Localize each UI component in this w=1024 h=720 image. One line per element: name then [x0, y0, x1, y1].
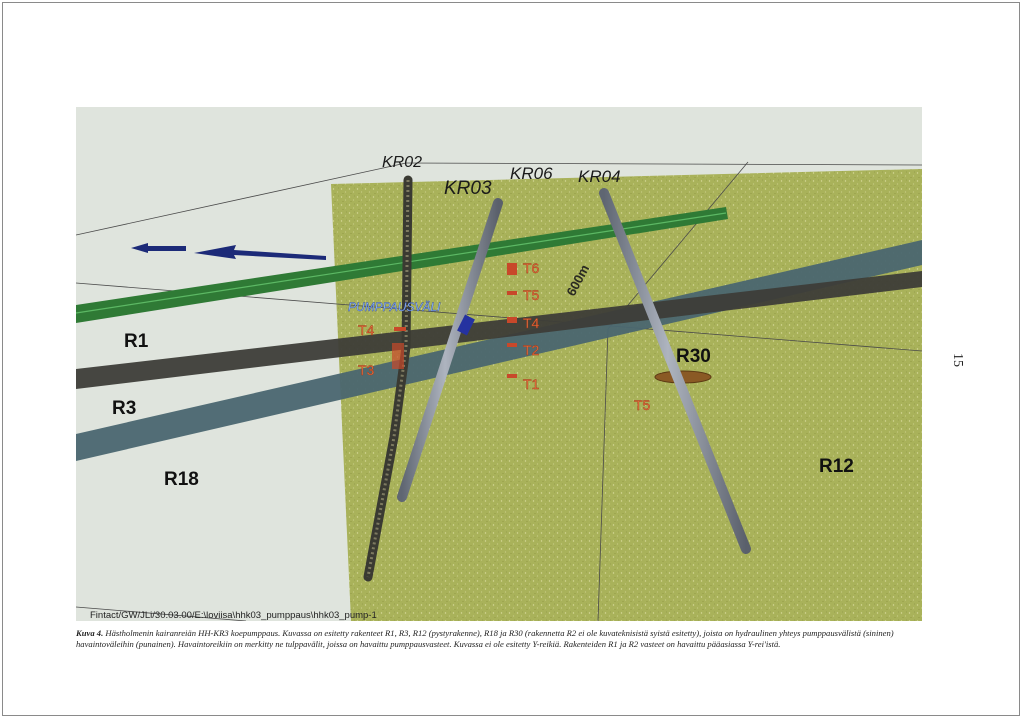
label-kr06-t2: T2: [523, 342, 540, 358]
packer-kr06-t4: [507, 317, 517, 323]
label-r18: R18: [164, 469, 199, 490]
label-kr06-t6: T6: [523, 260, 540, 276]
caption-label: Kuva 4.: [76, 628, 104, 638]
label-kr06-t1: T1: [523, 376, 540, 392]
file-path: Fintact/GW/JLi/30.03.00/E:\loviisa\hhk03…: [90, 610, 377, 621]
label-kr06: KR06: [510, 164, 553, 183]
label-r12: R12: [819, 456, 854, 477]
packer-kr02-t4: [394, 327, 406, 331]
label-kr06-t5: T5: [523, 287, 540, 303]
caption-text: Hästholmenin kairanreiän HH-KR3 koepumpp…: [76, 628, 894, 649]
zone-r3-band: [76, 271, 922, 389]
packer-kr02-t3: [392, 343, 404, 369]
borehole-kr04: [599, 188, 751, 554]
packer-kr06-t1: [507, 374, 517, 378]
label-r1: R1: [124, 331, 149, 352]
pump-interval-kr03: [457, 314, 475, 336]
label-pumping-interval: PUMPPAUSVÄLI: [348, 300, 441, 314]
label-kr02: KR02: [382, 154, 422, 171]
page-number: 15: [950, 353, 965, 367]
packer-kr06-t6: [507, 263, 517, 275]
label-r30: R30: [676, 346, 711, 367]
packer-kr06-t5: [507, 291, 517, 295]
packer-kr06-t2: [507, 343, 517, 347]
label-kr04-t5: T5: [634, 397, 651, 413]
borehole-kr03: [397, 198, 503, 502]
flow-arrows: [131, 243, 326, 260]
borehole-kr02: [363, 175, 413, 582]
label-kr02-t3: T3: [358, 362, 375, 378]
label-kr06-t4: T4: [523, 315, 540, 331]
label-r3: R3: [112, 398, 136, 419]
zone-r1-band: [76, 207, 728, 323]
label-kr04: KR04: [578, 167, 621, 186]
label-kr02-t4: T4: [358, 322, 375, 338]
zone-r18-band: [76, 240, 922, 461]
label-kr03: KR03: [444, 178, 492, 199]
figure-3d-model: KR02 KR03 KR06 KR04 R1 R3 R18 R12 R30 PU…: [76, 107, 922, 621]
figure-caption: Kuva 4. Hästholmenin kairanreiän HH-KR3 …: [76, 628, 946, 650]
